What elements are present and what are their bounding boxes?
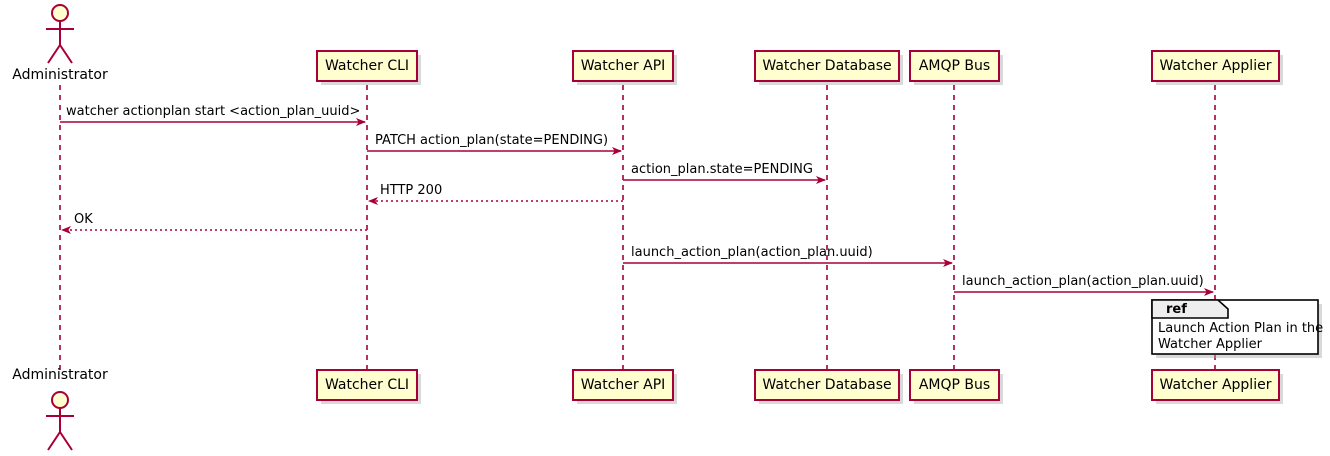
participant-box-amqp-bus-top[interactable] bbox=[909, 50, 1000, 82]
participant-box-watcher-applier-top[interactable] bbox=[1151, 50, 1280, 82]
message-label-3: HTTP 200 bbox=[380, 183, 443, 198]
message-arrows-group bbox=[60, 118, 1214, 296]
participant-label-watcher-applier-top: Watcher Applier bbox=[1159, 58, 1272, 74]
actor-head bbox=[51, 4, 69, 22]
participant-label-watcher-api-top: Watcher API bbox=[580, 58, 666, 74]
participant-box-watcher-applier-bottom[interactable] bbox=[1151, 369, 1280, 401]
participant-label-amqp-bus-top: AMQP Bus bbox=[918, 58, 991, 74]
participant-label-watcher-cli-bottom: Watcher CLI bbox=[324, 377, 410, 393]
participant-box-watcher-api-top[interactable] bbox=[572, 50, 674, 82]
ref-body-line-2: Watcher Applier bbox=[1158, 337, 1262, 352]
actor-label-administrator-bottom: Administrator bbox=[12, 367, 108, 383]
participant-box-watcher-database-top[interactable] bbox=[754, 50, 900, 82]
participant-label-watcher-cli-top: Watcher CLI bbox=[324, 58, 410, 74]
message-label-1: PATCH action_plan(state=PENDING) bbox=[375, 133, 609, 148]
participant-label-watcher-database-top: Watcher Database bbox=[762, 58, 892, 74]
actor-leg-right bbox=[59, 44, 73, 64]
actor-figure-administrator-top bbox=[46, 4, 74, 64]
message-label-2: action_plan.state=PENDING bbox=[631, 162, 813, 177]
participant-box-watcher-cli-bottom[interactable] bbox=[316, 369, 418, 401]
box-shadows bbox=[321, 55, 1283, 404]
participant-box-watcher-database-bottom[interactable] bbox=[754, 369, 900, 401]
participant-label-watcher-api-bottom: Watcher API bbox=[580, 377, 666, 393]
actor-head bbox=[51, 391, 69, 409]
ref-tab bbox=[1151, 299, 1229, 319]
message-label-0: watcher actionplan start <action_plan_uu… bbox=[66, 104, 361, 119]
participant-boxes-group bbox=[316, 50, 1280, 401]
actor-leg-left bbox=[47, 44, 61, 64]
ref-tab-label: ref bbox=[1166, 302, 1187, 317]
message-label-6: launch_action_plan(action_plan.uuid) bbox=[962, 274, 1204, 289]
message-label-4: OK bbox=[74, 212, 93, 227]
actor-leg-right bbox=[59, 431, 73, 451]
actor-figures-group bbox=[46, 4, 74, 451]
actor-leg-left bbox=[47, 431, 61, 451]
actor-label-administrator-top: Administrator bbox=[12, 67, 108, 83]
ref-fragment-shape bbox=[1151, 299, 1322, 358]
actor-figure-administrator-bottom bbox=[46, 391, 74, 451]
participant-box-watcher-api-bottom[interactable] bbox=[572, 369, 674, 401]
lifelines-group bbox=[59, 85, 1216, 370]
message-label-5: launch_action_plan(action_plan.uuid) bbox=[631, 245, 873, 260]
participant-box-watcher-cli-top[interactable] bbox=[316, 50, 418, 82]
ref-body-line-1: Launch Action Plan in the bbox=[1158, 321, 1324, 336]
participant-label-watcher-database-bottom: Watcher Database bbox=[762, 377, 892, 393]
participant-box-amqp-bus-bottom[interactable] bbox=[909, 369, 1000, 401]
participant-label-watcher-applier-bottom: Watcher Applier bbox=[1159, 377, 1272, 393]
participant-label-amqp-bus-bottom: AMQP Bus bbox=[918, 377, 991, 393]
